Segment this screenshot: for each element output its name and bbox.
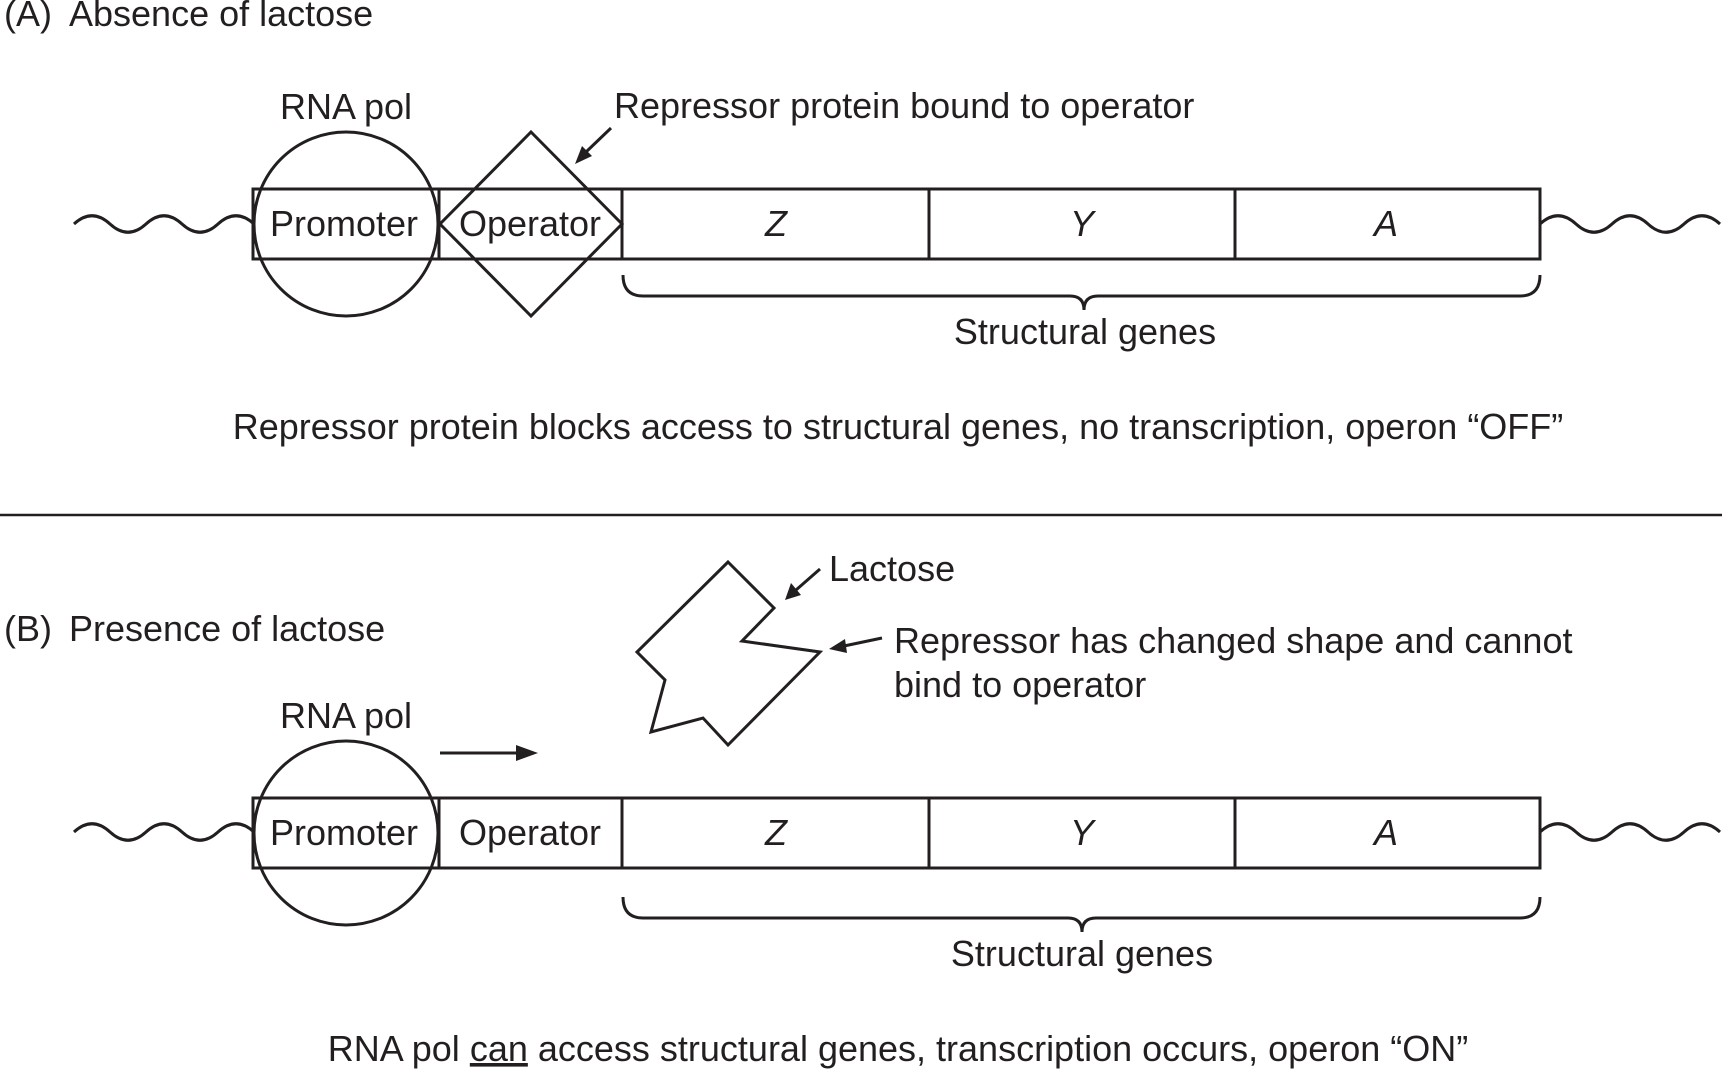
gene-a-label: A [1372,203,1398,244]
repressor-arrow [584,126,613,154]
caption-part: access structural genes, transcription o… [528,1028,1468,1069]
rna-pol-label: RNA pol [280,86,412,127]
dna-bar [251,187,1542,261]
caption-underlined-word: can [470,1028,528,1069]
operator-label: Operator [459,203,601,244]
repressor-label-line1: Repressor has changed shape and cannot [894,620,1572,661]
panel-a: (A) Absence of lactose RNA pol Repressor… [4,0,1722,447]
arrowhead [829,639,847,653]
dna-bar [251,796,1542,870]
gene-a-label: A [1372,812,1398,853]
rna-pol-label: RNA pol [280,695,412,736]
panel-b-letter: (B) [4,608,52,649]
lactose-label: Lactose [829,548,955,589]
arrowhead [785,583,801,600]
arrowhead [575,146,592,164]
structural-genes-brace [621,896,1542,933]
panel-a-title: Absence of lactose [69,0,373,34]
panel-b-caption: RNA pol can access structural genes, tra… [328,1028,1469,1069]
dna-wave-right [1538,822,1722,842]
panel-b-title: Presence of lactose [69,608,385,649]
repressor-label: Repressor protein bound to operator [614,85,1194,126]
panel-b: (B) Presence of lactose Lactose Represso… [4,548,1722,1069]
gene-z-label: Z [764,203,788,244]
rna-pol-circle [252,739,440,927]
repressor-label-line2: bind to operator [894,664,1146,705]
structural-genes-label: Structural genes [954,311,1216,352]
structural-genes-label: Structural genes [951,933,1213,974]
structural-genes-brace [621,274,1542,311]
dna-wave-right [1538,214,1722,234]
lactose-arrow [795,567,821,592]
repressor-arrow [843,636,883,648]
gene-y-label: Y [1070,812,1097,853]
altered-repressor-shape [634,559,824,748]
panel-a-letter: (A) [4,0,52,34]
caption-part: RNA pol [328,1028,470,1069]
arrowhead [516,745,538,761]
gene-z-label: Z [764,812,788,853]
dna-wave-left [72,822,256,842]
panel-a-caption: Repressor protein blocks access to struc… [233,406,1564,447]
gene-y-label: Y [1070,203,1097,244]
promoter-label: Promoter [270,203,418,244]
operator-label: Operator [459,812,601,853]
repressor-diamond [437,129,625,319]
promoter-label: Promoter [270,812,418,853]
dna-wave-left [72,214,256,234]
